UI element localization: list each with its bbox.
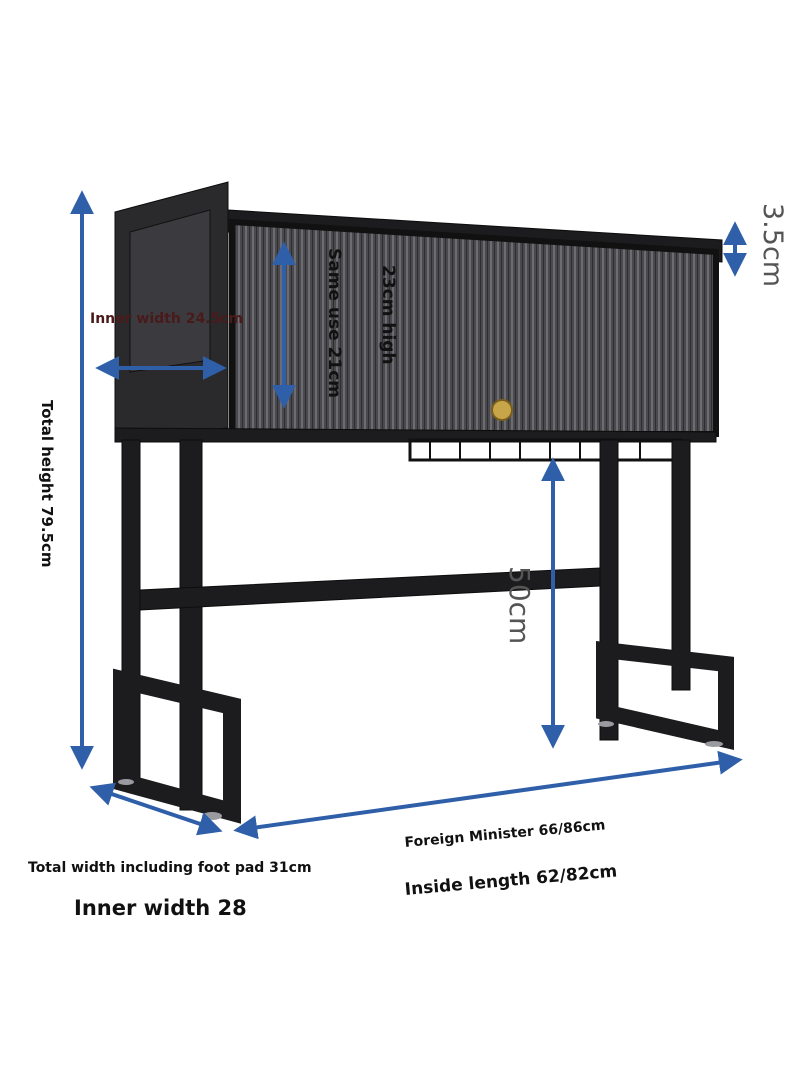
inner-width-bottom-label: Inner width 28 [74, 896, 247, 920]
left-front-leg [179, 439, 203, 811]
length-arrow [233, 750, 743, 840]
total-width-label: Total width including foot pad 31cm [28, 860, 312, 876]
same-use-label: Same use 21cm [324, 248, 344, 398]
total-height-label: Total height 79.5cm [38, 400, 56, 568]
right-back-leg [671, 439, 691, 691]
height-50-label: 50cm [503, 566, 536, 645]
gold-knob [491, 399, 513, 421]
height-23-label: 23cm high [378, 265, 398, 365]
inner-width-top-label: Inner width 24.5cm [90, 311, 244, 327]
depth-arrow [89, 782, 223, 836]
dimension-arrows [70, 190, 747, 840]
middle-bar [139, 567, 601, 611]
rack [113, 181, 734, 824]
height-35-label: 3.5cm [757, 203, 788, 288]
door-panel [229, 218, 719, 437]
